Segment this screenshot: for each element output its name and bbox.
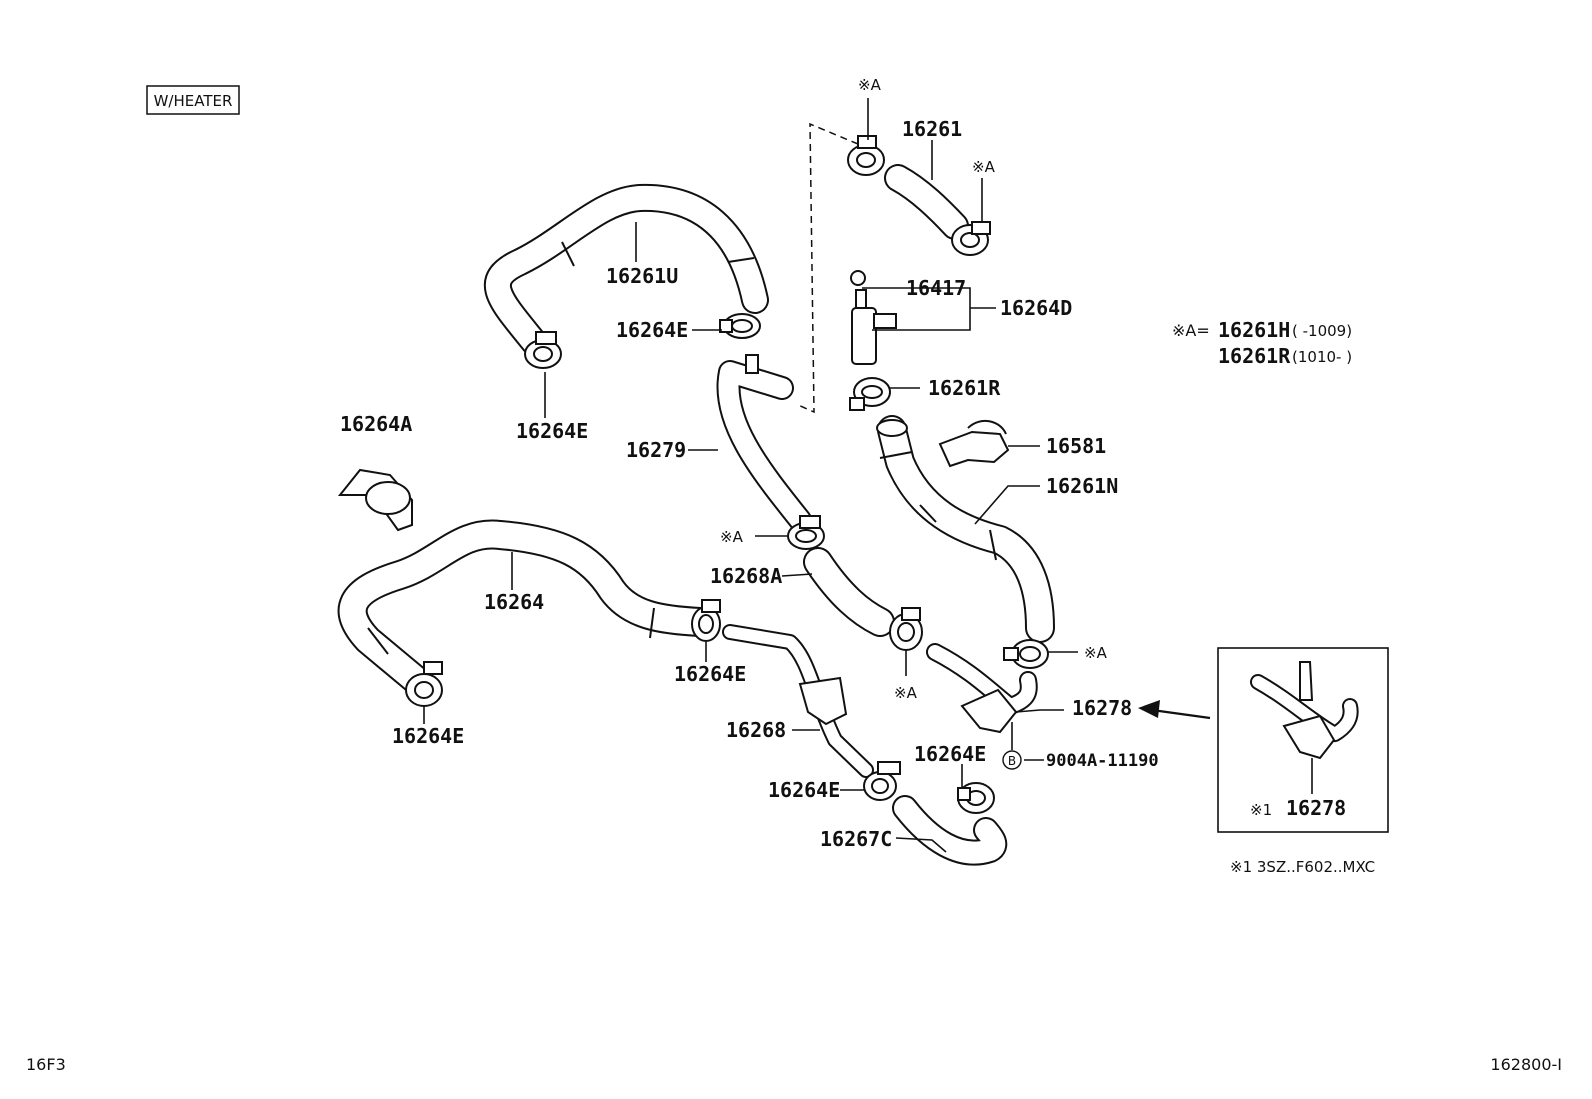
- part-label-16264D: 16264D: [1000, 296, 1072, 320]
- part-label-16264E-3: 16264E: [674, 662, 746, 686]
- part-label-16279: 16279: [626, 438, 686, 462]
- hose-16261: [884, 164, 969, 240]
- clamp-16581: [938, 419, 1010, 468]
- legend-prefix: ※A=: [1172, 321, 1210, 340]
- inset-arrow: [1138, 700, 1211, 720]
- part-label-16264E-5: 16264E: [914, 742, 986, 766]
- part-label-16581: 16581: [1046, 434, 1106, 458]
- valve-16264D: [850, 270, 897, 365]
- hose-16267C: [892, 795, 1008, 866]
- bolt-callout: B 9004A-11190: [1002, 750, 1159, 771]
- part-label-16264E-6: 16264E: [768, 778, 840, 802]
- hose-16261U: [483, 183, 769, 356]
- hose-16261N: [876, 415, 1055, 643]
- clip-16264A: [337, 468, 413, 532]
- part-label-16264E-2: 16264E: [516, 419, 588, 443]
- part-label-16417: 16417: [906, 276, 966, 300]
- legend-range-1: ( -1009): [1292, 322, 1352, 340]
- legend-range-2: (1010- ): [1292, 348, 1352, 366]
- page-code: 16F3: [26, 1055, 66, 1074]
- clamp-16261R: [849, 377, 891, 411]
- markA-label-5: ※A: [1084, 644, 1108, 662]
- variant-box-label: W/HEATER: [154, 92, 233, 110]
- markA-label-2: ※A: [972, 158, 996, 176]
- variant-box-frame: [146, 85, 240, 115]
- bolt-mark: B: [1008, 754, 1016, 768]
- clamp-16264E-16267C: [957, 782, 995, 814]
- pipe-16278: [926, 643, 1038, 734]
- legend-part-2: 16261R: [1218, 344, 1291, 368]
- clamp-16264E-left-end: [405, 661, 443, 707]
- markA-label-4: ※A: [894, 684, 918, 702]
- part-label-16264E-1: 16264E: [616, 318, 688, 342]
- clamp-markA-right: [1003, 639, 1049, 669]
- part-label-16268: 16268: [726, 718, 786, 742]
- clamp-rings: [405, 135, 1049, 814]
- dashed-connector: [795, 122, 859, 414]
- clamp-16264E-pipe-end: [863, 761, 901, 801]
- part-label-bolt: 9004A-11190: [1046, 751, 1159, 771]
- clamp-16261-top-1: [847, 135, 885, 176]
- part-label-16267C: 16267C: [820, 827, 892, 851]
- pipe-16268: [722, 624, 874, 778]
- clamp-markA-lower: [889, 607, 923, 651]
- reference-code: 162800-I: [1490, 1055, 1562, 1074]
- inset-mark: ※1: [1250, 801, 1272, 819]
- clamp-16264E-upper-left: [524, 331, 562, 369]
- part-label-16264E-4: 16264E: [392, 724, 464, 748]
- inset-16278: ※1 16278: [1217, 647, 1389, 833]
- markA-label-1: ※A: [858, 76, 882, 94]
- clamp-16261-top-2: [951, 221, 991, 256]
- hose-16268A: [803, 547, 895, 637]
- markA-label-3: ※A: [720, 528, 744, 546]
- part-label-16261R: 16261R: [928, 376, 1001, 400]
- clamp-16264E-hose-end: [691, 599, 721, 642]
- hose-16264: [337, 519, 715, 695]
- clamp-16264E-center: [719, 313, 761, 339]
- part-label-16261: 16261: [902, 117, 962, 141]
- part-label-16261N: 16261N: [1046, 474, 1118, 498]
- hose-16279: [716, 354, 812, 532]
- inset-part-label: 16278: [1286, 796, 1346, 820]
- leader-lines: [423, 98, 1078, 853]
- legend-part-1: 16261H: [1218, 318, 1290, 342]
- footnote: ※1 3SZ..F602..MXC: [1230, 858, 1375, 876]
- part-label-16261U: 16261U: [606, 264, 678, 288]
- part-label-16264: 16264: [484, 590, 544, 614]
- part-label-16268A: 16268A: [710, 564, 782, 588]
- part-label-16278: 16278: [1072, 696, 1132, 720]
- legend-markA: ※A= 16261H ( -1009) 16261R (1010- ): [1172, 318, 1352, 368]
- part-label-16264A: 16264A: [340, 412, 412, 436]
